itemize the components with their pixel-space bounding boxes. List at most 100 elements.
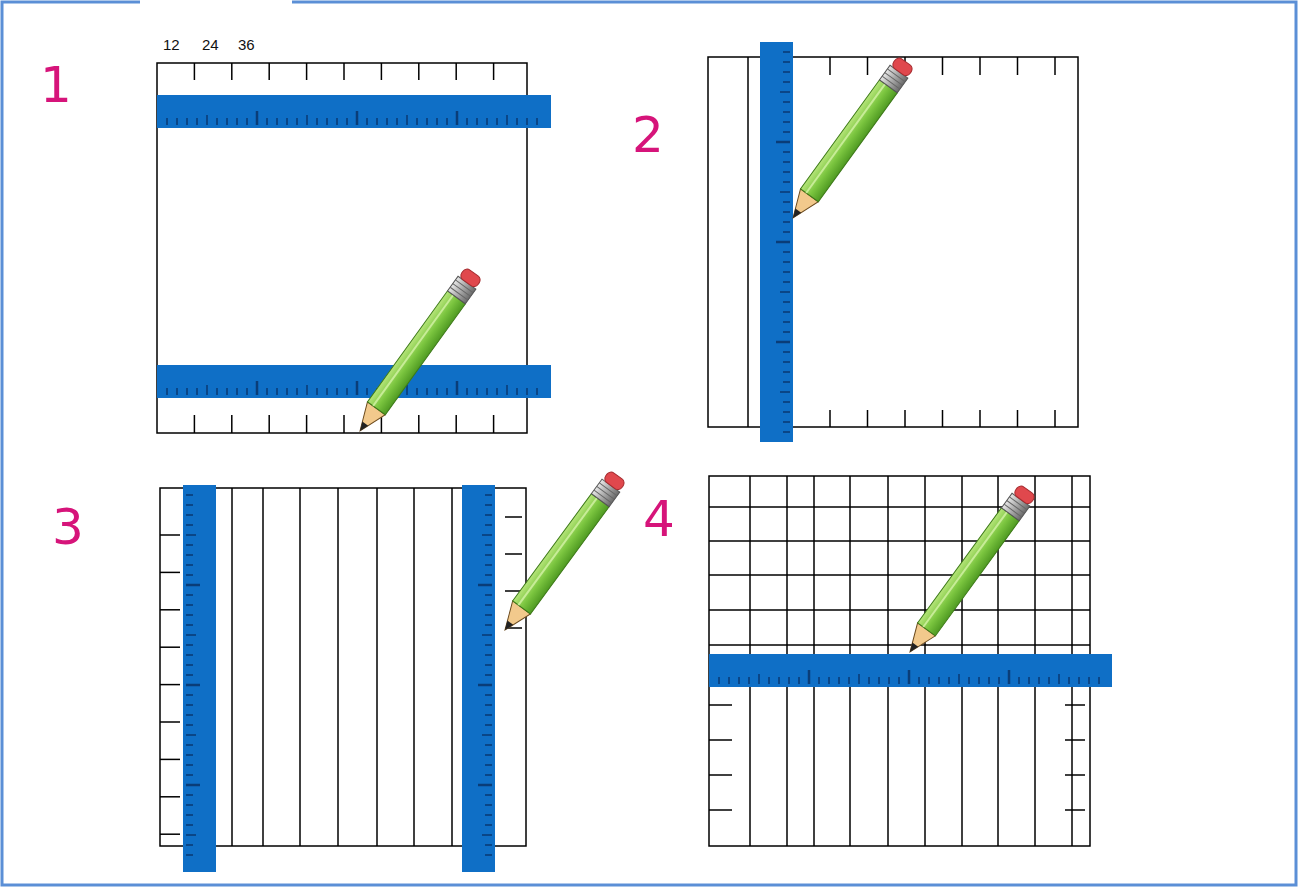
ruler-tick [186,714,193,716]
ruler-tick [186,774,193,776]
pencil-mark [867,410,869,427]
ruler-tick [336,388,338,395]
ruler-tick [166,388,168,395]
pencil-mark [1017,410,1019,427]
ruler-tick [1048,677,1050,684]
ruler-tick [783,361,790,363]
pencil-mark [505,516,522,518]
pencil-mark [160,796,180,798]
pencil-mark [709,609,1090,611]
pencil-mark [231,488,233,846]
ruler-tick [526,388,528,395]
pencil-mark [337,488,339,846]
pencil [901,484,1037,659]
pencil-mark [829,410,831,427]
ruler-tick [336,118,338,125]
ruler-tick [485,614,492,616]
ruler-tick [186,564,193,566]
pencil-mark [709,809,732,811]
ruler-tick [898,677,900,684]
ruler-tick [176,388,178,395]
ruler-tick [828,677,830,684]
pencil-mark [709,739,732,741]
ruler-tick [988,677,990,684]
ruler-tick [326,388,328,395]
ruler-tick [818,677,820,684]
ruler-tick [376,118,378,125]
ruler-tick [456,111,459,125]
ruler-body [709,654,1112,687]
ruler-tick [186,764,193,766]
pencil-mark [376,488,378,846]
ruler-tick [485,594,492,596]
ruler-tick [485,564,492,566]
pencil-mark [418,63,420,80]
ruler-body [157,95,551,128]
pencil-lead [790,209,801,221]
ruler-tick [780,391,790,393]
ruler-tick [485,814,492,816]
ruler-tick [186,664,193,666]
ruler-tick [326,118,328,125]
ruler-tick [485,824,492,826]
step-number: 3 [52,502,84,552]
pencil-mark [160,759,180,761]
ruler-tick [485,504,492,506]
ruler-body [157,365,551,398]
ruler-tick [478,684,492,687]
label-patch [140,0,292,22]
ruler-tick [186,534,196,536]
ruler-tick [206,385,208,395]
ruler-tick [186,604,193,606]
ruler-tick [485,694,492,696]
ruler [157,365,551,398]
ruler-tick [286,388,288,395]
rulers [157,42,1112,872]
ruler-tick [386,118,388,125]
pencil-mark [306,415,308,433]
scale-number: 12 [162,37,181,52]
pencil-body [801,80,898,202]
ruler-tick [848,677,850,684]
ruler-tick [783,301,790,303]
pencil-mark [455,415,457,433]
pencil-mark [505,553,522,555]
ruler-tick [266,388,268,395]
ruler-tick [186,824,193,826]
ferrule-ridge [1007,500,1025,513]
ruler-tick [506,385,508,395]
ruler-tick [482,634,492,636]
ruler-tick [783,401,790,403]
ruler-tick [783,171,790,173]
ruler-tick [808,670,811,684]
ruler-tick [783,61,790,63]
ruler-tick [186,544,193,546]
ruler-tick [718,677,720,684]
ruler-tick [186,684,200,687]
ruler-tick [968,677,970,684]
ruler-tick [486,388,488,395]
ruler-tick [186,624,193,626]
ruler-tick [226,388,228,395]
pencil-mark [268,63,270,80]
ferrule-ridge [882,76,900,89]
ruler-tick [186,594,193,596]
ruler-tick [466,388,468,395]
ruler [157,95,551,128]
ruler-tick [186,504,193,506]
ruler-tick [485,644,492,646]
ruler-tick [346,388,348,395]
ruler-tick [536,388,538,395]
ruler-tick [1088,677,1090,684]
ruler-tick [276,388,278,395]
ruler-tick [186,704,193,706]
ruler-tick [186,514,193,516]
ferrule-ridge [885,73,903,86]
ruler-tick [783,221,790,223]
ruler-tick [496,388,498,395]
ruler-tick [186,388,188,395]
ruler-tick [783,271,790,273]
ruler-tick [783,371,790,373]
ruler-tick [486,118,488,125]
